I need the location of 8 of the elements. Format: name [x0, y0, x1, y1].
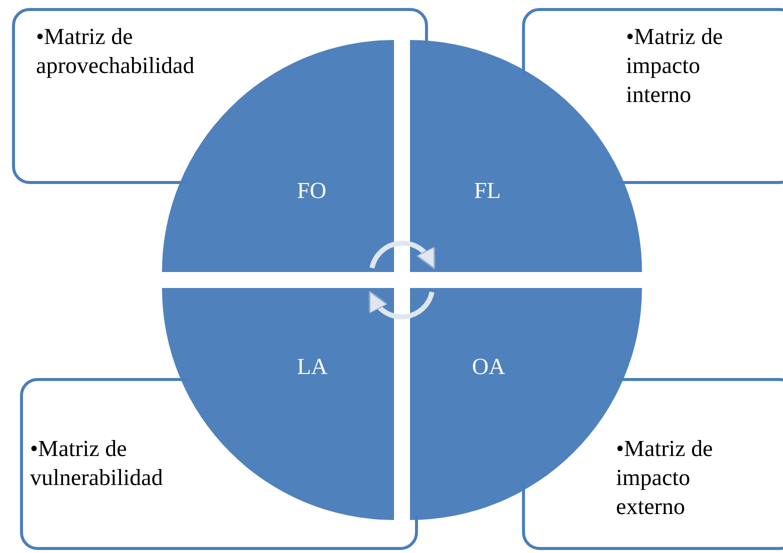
quadrant-label: OA	[472, 354, 506, 380]
bullet-text: •Matriz de aprovechabilidad	[36, 23, 196, 80]
quadrant-label: LA	[297, 354, 328, 380]
bullet-text: •Matriz de impacto externo	[616, 435, 714, 521]
bullet-text: •Matriz de impacto interno	[626, 23, 724, 109]
quadrant-label: FL	[474, 178, 501, 204]
bullet-text: •Matriz de vulnerabilidad	[30, 435, 164, 492]
quadrant-label: FO	[297, 178, 326, 204]
